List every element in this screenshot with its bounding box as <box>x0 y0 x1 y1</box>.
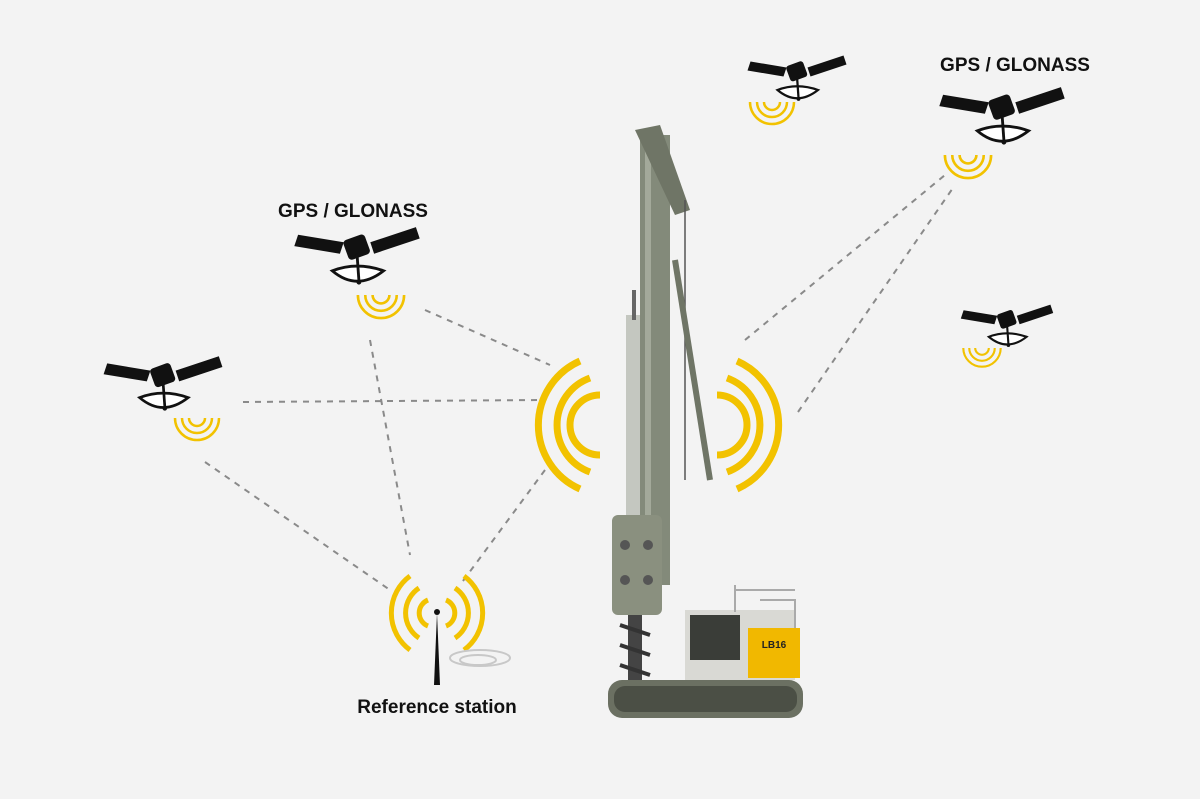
link-line <box>369 339 411 556</box>
satellite-group-label-left: GPS / GLONASS <box>278 201 428 222</box>
satellite-icon <box>959 303 1055 349</box>
reference-station-label: Reference station <box>357 697 517 718</box>
link-line <box>459 469 546 586</box>
satellite-icon <box>937 85 1067 146</box>
antenna-icon <box>434 613 440 685</box>
rig-model-label: LB16 <box>762 640 787 651</box>
link-line <box>204 461 391 591</box>
drilling-rig: LB16 <box>608 125 803 718</box>
signal-waves-icon <box>566 391 601 459</box>
signal-waves-icon <box>388 573 486 653</box>
signal-waves-icon <box>962 346 1002 368</box>
signal-waves-icon <box>748 100 796 126</box>
signal-waves-icon <box>716 391 751 459</box>
satellite-top-right <box>937 85 1067 180</box>
satellite-group-label-right: GPS / GLONASS <box>940 55 1090 76</box>
satellite-left-labeled <box>292 225 422 320</box>
satellite-icon <box>746 54 848 102</box>
antenna-shadow-icon <box>449 649 511 667</box>
signal-waves-icon <box>173 416 221 442</box>
satellite-icon <box>102 354 224 412</box>
signal-waves-icon <box>356 293 406 320</box>
link-line <box>797 184 956 413</box>
link-line <box>424 309 551 366</box>
satellite-top-center <box>746 54 848 126</box>
satellite-right <box>959 303 1055 368</box>
signal-waves-icon <box>943 153 993 180</box>
link-line <box>744 174 946 341</box>
reference-station <box>388 573 511 685</box>
link-line <box>242 399 546 403</box>
satellite-icon <box>292 225 422 287</box>
satellite-left <box>102 354 224 442</box>
rig-signal-waves <box>534 357 783 493</box>
dashed-links <box>204 174 956 591</box>
